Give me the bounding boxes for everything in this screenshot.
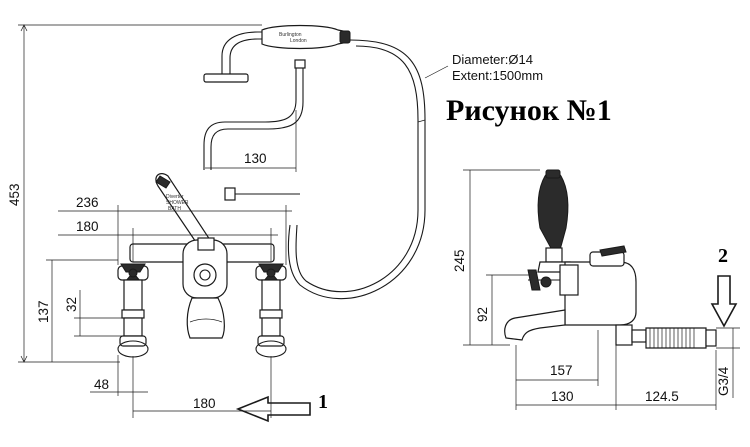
dim-180-top: 180: [76, 219, 99, 234]
dim-thread: G3/4: [716, 366, 731, 396]
hose-extent-note: Extent:1500mm: [452, 68, 543, 83]
dim-236: 236: [76, 195, 99, 210]
dim-48: 48: [94, 377, 109, 392]
side-spout: [504, 309, 566, 341]
dim-453: 453: [7, 183, 22, 206]
shower-head: [203, 73, 249, 83]
callout-1-arrow: 1: [235, 391, 328, 423]
cradle-hook: [221, 31, 262, 74]
side-dimensions: 245 92 157 130 124.5 G3/4: [452, 169, 740, 410]
dim-92: 92: [475, 307, 490, 322]
thread-lines: [649, 328, 695, 348]
dim-245: 245: [452, 249, 467, 272]
handset-city: London: [290, 38, 307, 44]
front-dimensions: 453 236 180 130 137 32 48 180: [7, 24, 543, 418]
dim-32: 32: [64, 297, 79, 312]
threaded-inlet: [645, 327, 707, 349]
lever-label-diverter: Diverter: [166, 194, 184, 200]
left-cross-handle: [117, 263, 149, 358]
callout-2-label: 2: [718, 245, 728, 267]
dim-157: 157: [550, 363, 573, 378]
cradle-column: [203, 64, 297, 170]
lever-label-shower: SHOWER: [166, 200, 189, 206]
lever-label-bath: BATH: [168, 206, 181, 212]
handset-brand: Burlington: [279, 32, 302, 38]
side-view: [504, 169, 717, 349]
shower-hose: [287, 39, 426, 300]
handset: [261, 24, 349, 50]
dim-137: 137: [36, 300, 51, 323]
spout-front: [186, 297, 225, 339]
dim-130-side: 130: [551, 389, 574, 404]
callout-1-label: 1: [318, 391, 328, 413]
front-view: Burlington London Diverter SHOWER BATH: [117, 24, 426, 358]
side-lever: [537, 169, 569, 251]
dim-124-5: 124.5: [645, 389, 679, 404]
dim-180-bottom: 180: [193, 396, 216, 411]
figure-title: Рисунок №1: [446, 94, 612, 127]
right-cross-handle: [255, 263, 287, 358]
callout-2-arrow: 2: [710, 245, 738, 328]
hose-diameter-note: Diameter:Ø14: [452, 52, 533, 67]
dim-130-front: 130: [244, 151, 267, 166]
